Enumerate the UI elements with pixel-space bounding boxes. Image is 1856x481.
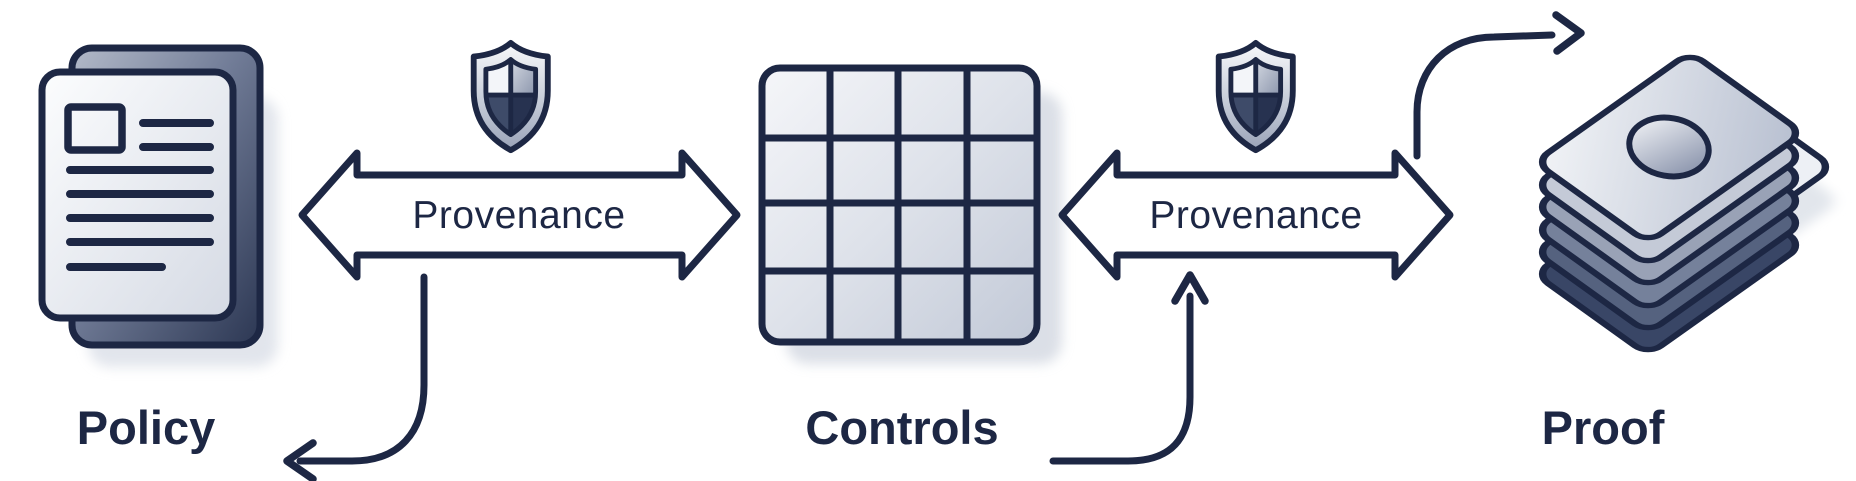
- double-arrow-shape: [298, 149, 741, 281]
- curved-arrow-to-right-provenance: [1049, 271, 1209, 465]
- shield-icon-right: [1219, 43, 1293, 150]
- double-arrow-shape: [1058, 149, 1454, 281]
- provenance-arrow-right: Provenance: [1058, 149, 1454, 281]
- grid-lines: [762, 68, 1037, 342]
- controls-grid-icon: [758, 64, 1062, 364]
- arrowhead-up: [1171, 271, 1209, 305]
- arrowhead-right: [1552, 11, 1585, 55]
- seal-ellipse: [1626, 114, 1712, 180]
- provenance-label-left: Provenance: [412, 194, 625, 237]
- policy-documents-icon: [38, 44, 278, 367]
- curved-arrow-to-policy: [283, 273, 428, 481]
- controls-label: Controls: [805, 401, 998, 454]
- curved-arrow-to-proof: [1413, 11, 1585, 160]
- provenance-arrow-left: Provenance: [298, 149, 741, 281]
- arrowhead-left: [283, 439, 317, 481]
- provenance-label-right: Provenance: [1149, 194, 1362, 237]
- text-lines: [66, 119, 214, 271]
- image-placeholder: [64, 103, 126, 154]
- policy-label: Policy: [77, 401, 215, 454]
- proof-label: Proof: [1542, 401, 1665, 454]
- proof-stack-icon: [1535, 52, 1841, 355]
- shield-icon-left: [474, 43, 548, 150]
